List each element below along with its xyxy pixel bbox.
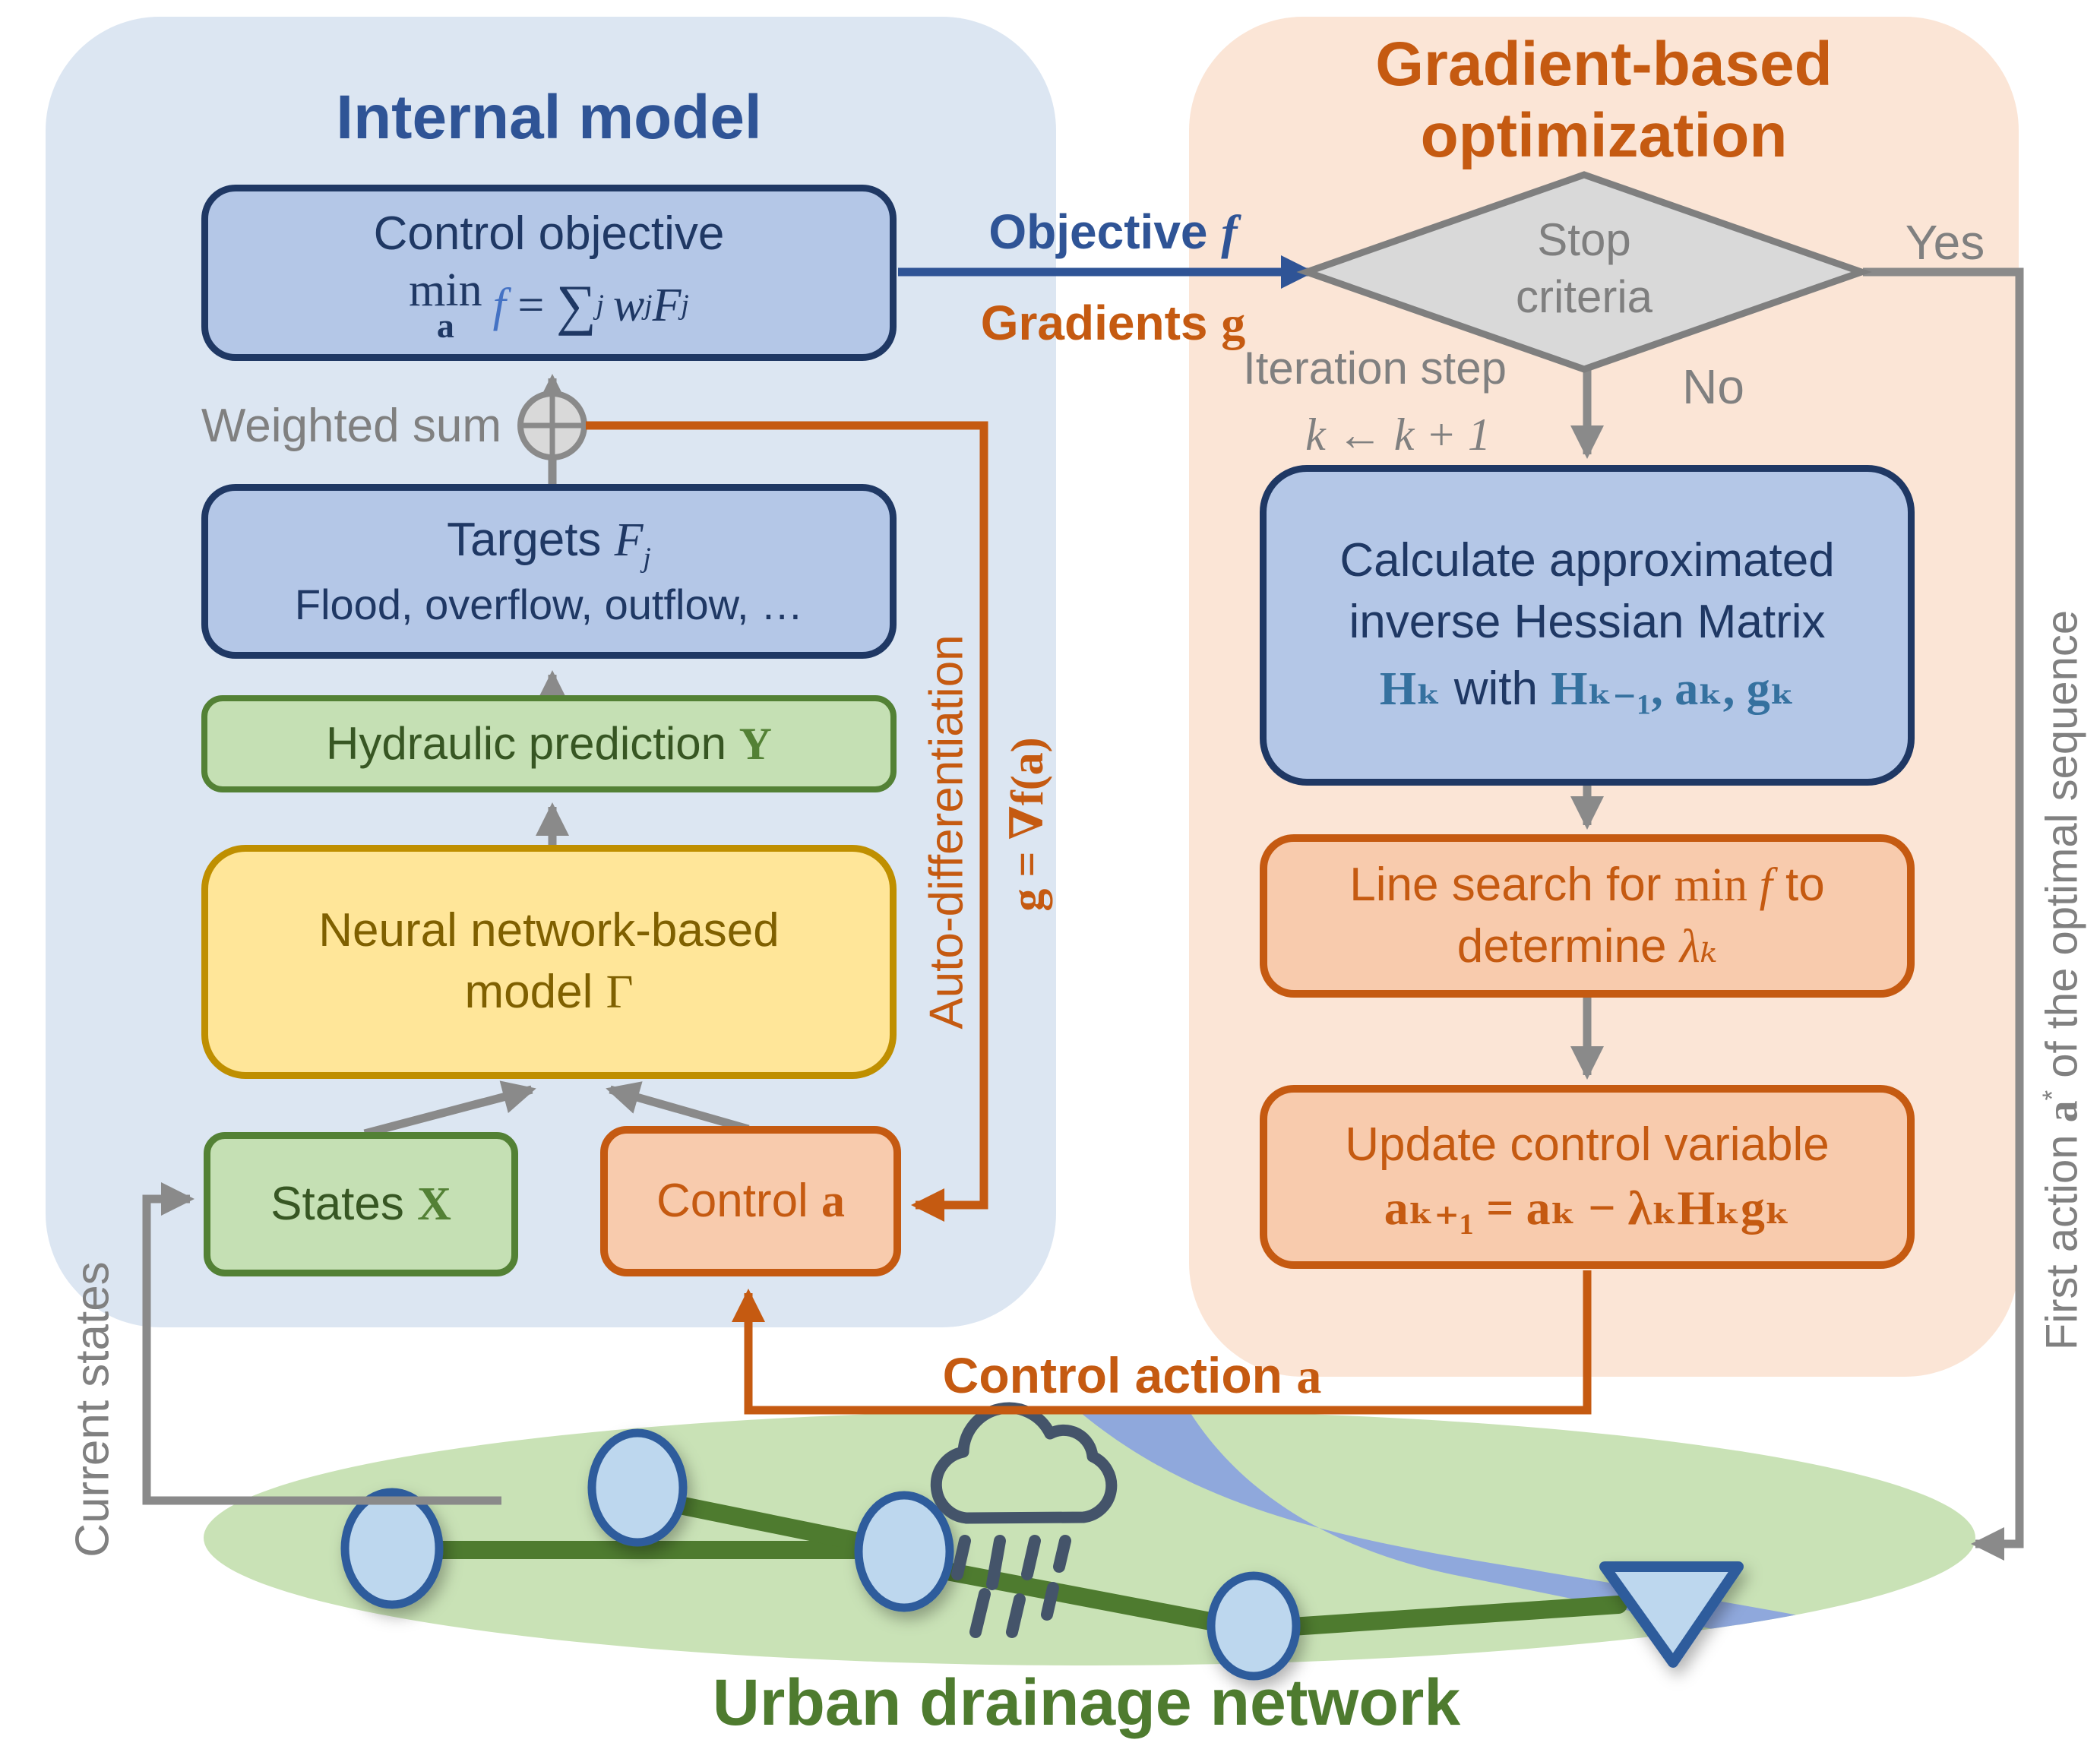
neural-network-box: Neural network-based model Γ (201, 845, 897, 1079)
targets-title: Targets Fj (447, 514, 651, 574)
iteration-step-label: Iteration step (1243, 343, 1507, 394)
autodiff-path (586, 421, 988, 1222)
control-action-label: Control action a (942, 1347, 1322, 1404)
rain-cloud-icon (930, 1402, 1118, 1638)
outfall-triangle-icon (1599, 1561, 1744, 1668)
node-2 (587, 1428, 688, 1547)
gradients-edge-label: Gradients g (980, 296, 1246, 350)
stop-criteria-diamond (1296, 171, 1872, 373)
pipe-c-d (914, 1558, 1244, 1635)
control-action-path (732, 1270, 1592, 1415)
autodiff-formula: g = ∇f(a) (1002, 737, 1052, 912)
targets-subtitle: Flood, overflow, outflow, … (294, 580, 804, 628)
autodiff-label: Auto-differentiation (920, 634, 973, 1030)
line-search-box: Line search for min f to determine λₖ (1260, 834, 1915, 998)
arrow-states-to-neural (363, 1080, 536, 1138)
node-4 (1207, 1571, 1301, 1681)
optimization-title: Gradient-based optimization (1375, 30, 1833, 171)
update-box: Update control variable aₖ₊₁ = aₖ − λₖHₖ… (1260, 1085, 1915, 1269)
control-box: Control a (600, 1126, 901, 1276)
stop-criteria-label: Stop criteria (1515, 214, 1653, 322)
iteration-step-formula: k ← k + 1 (1305, 410, 1491, 460)
objective-edge-label: Objective f (988, 204, 1238, 259)
urban-drainage-scene (204, 1402, 1975, 1681)
current-states-path (142, 1182, 501, 1505)
first-action-label: First action a* of the optimal sequence (2037, 609, 2087, 1351)
urban-drainage-title: Urban drainage network (712, 1666, 1461, 1739)
hydraulic-prediction-box: Hydraulic prediction Y (201, 695, 897, 792)
control-objective-title: Control objective (373, 207, 725, 260)
pipe-d-outfall (1271, 1596, 1627, 1637)
targets-box: Targets Fj Flood, overflow, outflow, … (201, 484, 897, 659)
no-label: No (1682, 359, 1744, 414)
internal-model-title: Internal model (336, 83, 762, 152)
weighted-sum-label: Weighted sum (201, 400, 501, 452)
arrow-control-to-neural (606, 1081, 750, 1134)
yes-label: Yes (1905, 215, 1985, 270)
node-1 (340, 1488, 444, 1609)
states-box: States X (204, 1132, 518, 1276)
node-3 (854, 1491, 954, 1612)
current-states-label: Current states (66, 1261, 119, 1558)
hessian-box: Calculate approximated inverse Hessian M… (1260, 465, 1915, 786)
pipe-b-c (659, 1494, 890, 1555)
yes-path (1863, 267, 2024, 1561)
weighted-sum-icon (517, 391, 587, 460)
